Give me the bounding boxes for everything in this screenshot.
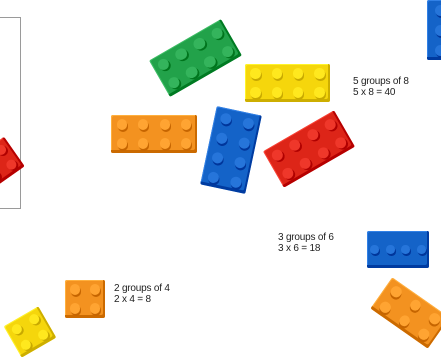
lego-stud [117, 138, 127, 148]
lego-stud [215, 131, 228, 144]
lego-stud [0, 143, 8, 157]
lego-stud [160, 119, 170, 129]
lego-stud [173, 46, 189, 62]
lego-stud [287, 137, 302, 152]
orange-lego-brick-small [65, 280, 105, 318]
lego-stud [202, 54, 218, 70]
label-two-groups-of-four: 2 groups of 4 2 x 4 = 8 [114, 283, 170, 305]
green-lego-brick [149, 19, 242, 97]
lego-stud [333, 135, 348, 150]
lego-stud [207, 170, 220, 183]
lego-stud [250, 87, 260, 97]
lego-stud [272, 68, 282, 78]
blue-lego-brick-bottom [367, 231, 429, 268]
label-two-groups-line2: 2 x 4 = 8 [114, 294, 170, 305]
lego-stud [220, 44, 236, 60]
yellow-lego-brick-top [245, 64, 330, 102]
lego-stud [417, 245, 426, 254]
lego-stud [0, 169, 2, 183]
lego-stud [219, 112, 232, 125]
lego-stud [90, 303, 100, 313]
label-five-groups-line1: 5 groups of 8 [353, 76, 409, 87]
lego-stud [315, 145, 330, 160]
lego-stud [209, 26, 225, 42]
lego-stud [10, 322, 24, 336]
red-lego-brick [263, 110, 355, 187]
lego-stud [386, 245, 395, 254]
label-three-groups-line1: 3 groups of 6 [278, 232, 334, 243]
lego-stud [401, 245, 410, 254]
lego-stud [389, 285, 404, 300]
label-two-groups-line1: 2 groups of 4 [114, 283, 170, 294]
lego-stud [70, 303, 80, 313]
label-five-groups-line2: 5 x 8 = 40 [353, 87, 409, 98]
blue-lego-brick-top-right [427, 0, 441, 60]
lego-stud [242, 117, 255, 130]
lego-stud [181, 119, 191, 129]
lego-stud [293, 87, 303, 97]
lego-stud [305, 127, 320, 142]
label-three-groups-of-six: 3 groups of 6 3 x 6 = 18 [278, 232, 334, 254]
lego-stud [155, 57, 171, 73]
lego-stud [408, 298, 423, 313]
lego-stud [427, 311, 441, 326]
lego-stud [229, 175, 242, 188]
lego-stud [184, 64, 200, 80]
lego-stud [378, 300, 393, 315]
lego-stud [166, 75, 182, 91]
lego-stud [27, 312, 41, 326]
lego-stud [160, 138, 170, 148]
lego-stud [269, 148, 284, 163]
lego-stud [314, 68, 324, 78]
lego-stud [370, 245, 379, 254]
lego-stud [181, 138, 191, 148]
lego-stud [90, 284, 100, 294]
lego-stud [435, 25, 441, 36]
lego-stud [323, 117, 338, 132]
lego-stud [435, 45, 441, 56]
lego-stud [250, 68, 260, 78]
lego-stud [138, 119, 148, 129]
label-five-groups-of-eight: 5 groups of 8 5 x 8 = 40 [353, 76, 409, 98]
lego-stud [4, 158, 18, 172]
yellow-lego-brick-small [4, 306, 57, 357]
lego-stud [36, 328, 50, 342]
lego-stud [211, 151, 224, 164]
lego-stud [191, 36, 207, 52]
lego-stud [234, 156, 247, 169]
lego-stud [117, 119, 127, 129]
lego-stud [293, 68, 303, 78]
lego-stud [280, 166, 295, 181]
lego-stud [298, 156, 313, 171]
lego-stud [70, 284, 80, 294]
lego-stud [238, 136, 251, 149]
lego-stud [314, 87, 324, 97]
blue-lego-brick-middle [200, 106, 262, 194]
lego-stud [138, 138, 148, 148]
lego-stud [19, 338, 33, 352]
lego-stud [416, 327, 431, 342]
orange-lego-brick-middle [111, 115, 197, 153]
orange-lego-brick-bottom-right [370, 277, 441, 348]
lego-stud [397, 313, 412, 328]
label-three-groups-line2: 3 x 6 = 18 [278, 243, 334, 254]
lego-stud [272, 87, 282, 97]
lego-stud [435, 5, 441, 16]
